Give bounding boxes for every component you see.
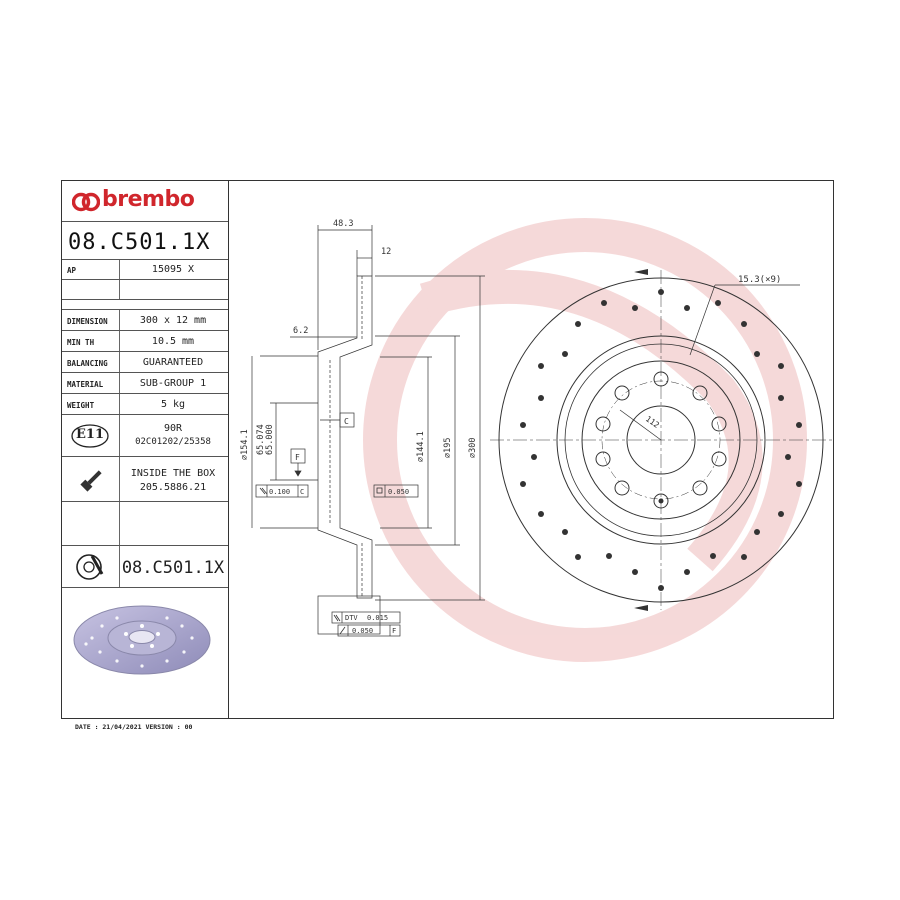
datum-c: C: [344, 417, 349, 426]
dim-drill-holes: 15.3(×9): [738, 275, 781, 285]
spec-row-empty: [62, 280, 228, 300]
dim-pcd: 112: [644, 414, 661, 430]
spec-row-ap: AP 15095 X: [62, 260, 228, 280]
title-block: brembo 08.C501.1X AP 15095 X DIMENSION 3…: [62, 181, 229, 718]
e11-mark: E11: [76, 427, 104, 442]
screw-icon: [80, 470, 102, 492]
tol-dtv: 0.015: [367, 614, 388, 622]
stud-holes: [595, 371, 727, 509]
dim-inner-track: ⌀144.1: [416, 431, 426, 462]
dim-bore-min: 65.000: [265, 424, 275, 455]
dim-outer: ⌀300: [468, 438, 478, 458]
brembo-logo-icon: [72, 192, 100, 212]
box-contents-cell: INSIDE THE BOX 205.5886.21: [62, 457, 228, 502]
homologation-line1: 90R: [163, 423, 183, 434]
spec-row-weight: WEIGHT 5 kg: [62, 394, 228, 415]
homologation-line2: 02C01202/25358: [135, 437, 211, 447]
box-spare-cell: [62, 502, 228, 546]
spec-label: AP: [67, 266, 77, 275]
logo-cell: brembo: [62, 181, 228, 222]
brand-name: brembo: [102, 187, 195, 212]
datum-f: F: [295, 453, 300, 462]
box-line2: 205.5886.21: [139, 482, 207, 493]
spec-label: WEIGHT: [67, 401, 95, 410]
dim-hat-offset: 6.2: [293, 326, 308, 336]
dim-thickness: 12: [381, 247, 391, 257]
dim-track: ⌀195: [443, 438, 453, 458]
tol-parallel-ref: C: [300, 488, 304, 496]
homologation-cell: E11 90R 02C01202/25358: [62, 415, 228, 457]
wheel-kit-icon: [76, 554, 104, 580]
tol-runout: 0.050: [352, 627, 373, 635]
dim-outer-hub: ⌀154.1: [240, 429, 250, 460]
spec-label: BALANCING: [67, 359, 108, 368]
tol-dtv-label: DTV: [345, 614, 358, 622]
spec-value: SUB-GROUP 1: [139, 378, 207, 389]
spec-value: 300 x 12 mm: [139, 315, 207, 326]
box-line1: INSIDE THE BOX: [130, 468, 216, 479]
spec-value: 10.5 mm: [151, 336, 195, 347]
spec-value: 5 kg: [160, 399, 186, 410]
spec-row-dimension: DIMENSION 300 x 12 mm: [62, 310, 228, 331]
e11-mark-icon: [71, 424, 109, 448]
part-number-cell: 08.C501.1X: [62, 222, 228, 260]
tol-flatness: 0.050: [388, 488, 409, 496]
product-render-cell: [62, 588, 228, 718]
spec-label: MIN TH: [67, 338, 95, 347]
dim-bore-max: 65.074: [256, 424, 266, 455]
spec-label: DIMENSION: [67, 317, 108, 326]
kit-part-number: 08.C501.1X: [121, 558, 225, 578]
tol-runout-ref: F: [392, 627, 396, 635]
disc-section-profile: [317, 275, 373, 599]
technical-drawing: 48.3 12 6.2 ⌀154.1 65.074 65.000 ⌀144.1 …: [240, 219, 833, 637]
spec-value: GUARANTEED: [142, 357, 204, 368]
drawing-sheet: brembo 08.C501.1X AP 15095 X DIMENSION 3…: [61, 180, 834, 719]
tol-parallel: 0.100: [269, 488, 290, 496]
spec-gap: [62, 300, 228, 310]
dim-overall-height: 48.3: [333, 219, 353, 229]
spec-row-balancing: BALANCING GUARANTEED: [62, 352, 228, 373]
brake-disc-render: [73, 605, 211, 675]
footer-date: DATE : 21/04/2021 VERSION : 00: [75, 723, 193, 731]
spec-label: MATERIAL: [67, 380, 104, 389]
spec-value: 15095 X: [151, 264, 195, 275]
spec-row-min-th: MIN TH 10.5 mm: [62, 331, 228, 352]
kit-cell: 08.C501.1X: [62, 546, 228, 588]
part-number: 08.C501.1X: [68, 230, 211, 255]
spec-row-material: MATERIAL SUB-GROUP 1: [62, 373, 228, 394]
